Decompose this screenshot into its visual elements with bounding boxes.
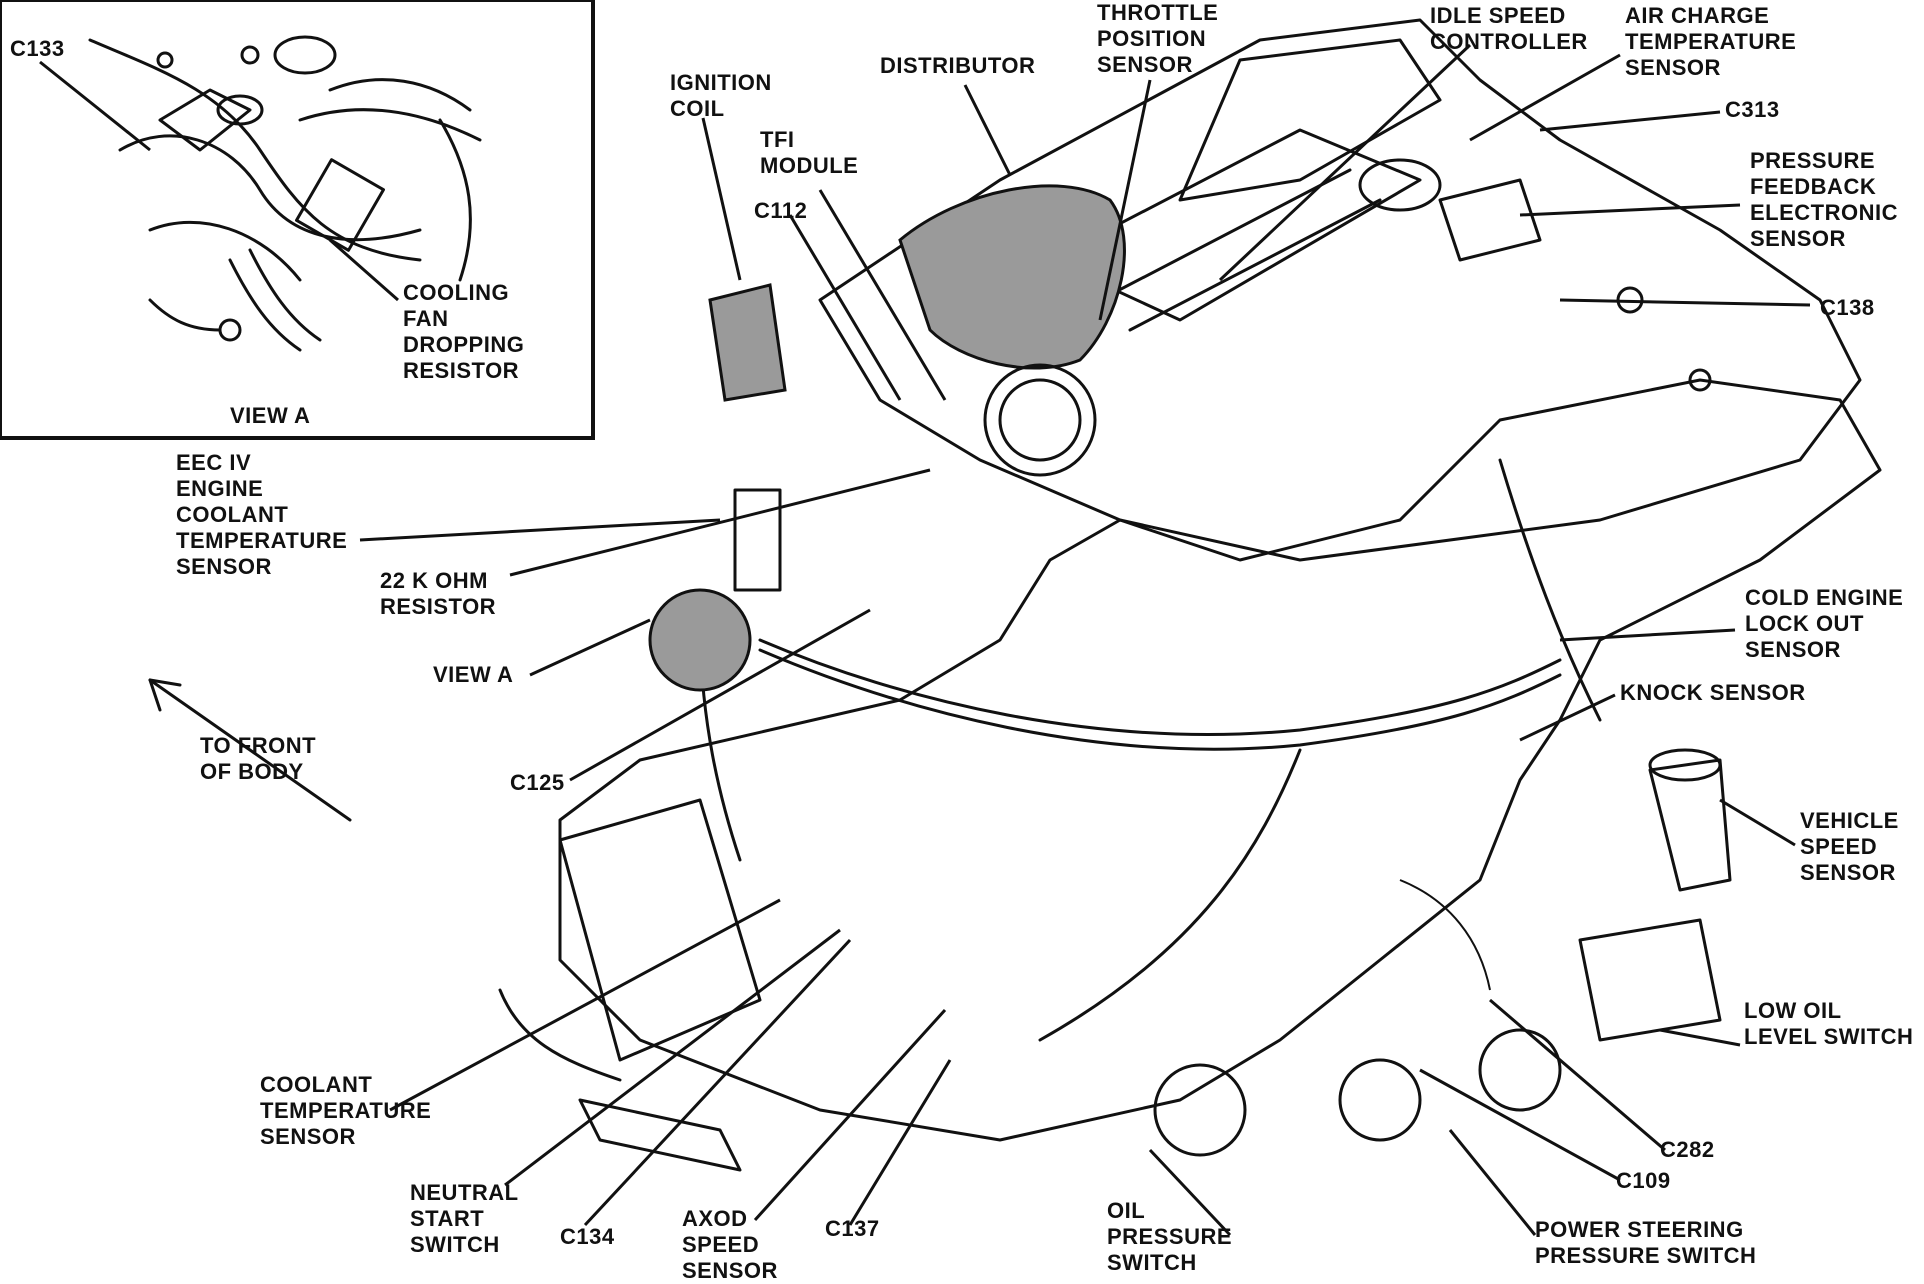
c313-label: C313	[1725, 97, 1780, 122]
c137-label: C137	[825, 1216, 880, 1241]
knock-sensor-label: KNOCK SENSOR	[1620, 680, 1806, 706]
c282-label: C282	[1660, 1137, 1715, 1162]
ignition-coil-label: IGNITION COIL	[670, 70, 772, 122]
neutral-start-line-2: START	[410, 1206, 485, 1231]
pressure-feedback-line-4: SENSOR	[1750, 226, 1846, 251]
cold-engine-line-1: COLD ENGINE	[1745, 585, 1904, 610]
axod-speed-line-2: SPEED	[682, 1232, 760, 1257]
axod-speed-line-3: SENSOR	[682, 1258, 778, 1283]
throttle-position-line-3: SENSOR	[1097, 52, 1193, 77]
neutral-start-switch-label: NEUTRAL START SWITCH	[410, 1180, 519, 1258]
to-front-line-1: TO FRONT	[200, 733, 317, 758]
throttle-position-line-2: POSITION	[1097, 26, 1207, 51]
vehicle-speed-line-1: VEHICLE	[1800, 808, 1899, 833]
pressure-feedback-line-2: FEEDBACK	[1750, 174, 1877, 199]
to-front-of-body-label: TO FRONT OF BODY	[200, 733, 316, 785]
idle-speed-line-2: CONTROLLER	[1430, 29, 1588, 54]
cold-engine-line-3: SENSOR	[1745, 637, 1841, 662]
oil-pressure-switch-label: OIL PRESSURE SWITCH	[1107, 1198, 1232, 1276]
power-steering-switch-label: POWER STEERING PRESSURE SWITCH	[1535, 1217, 1756, 1269]
view-a-inset	[0, 0, 595, 440]
air-charge-line-1: AIR CHARGE	[1625, 3, 1770, 28]
eec-coolant-line-1: EEC IV	[176, 450, 252, 475]
distributor-label: DISTRIBUTOR	[880, 53, 1035, 79]
low-oil-level-switch-label: LOW OIL LEVEL SWITCH	[1744, 998, 1913, 1050]
ignition-coil-line-2: COIL	[670, 96, 725, 121]
cooling-fan-resistor-line-1: COOLING	[403, 280, 510, 305]
pressure-feedback-sensor-label: PRESSURE FEEDBACK ELECTRONIC SENSOR	[1750, 148, 1898, 252]
cooling-fan-resistor-line-3: DROPPING	[403, 332, 525, 357]
low-oil-line-1: LOW OIL	[1744, 998, 1842, 1023]
eec-coolant-line-2: ENGINE	[176, 476, 264, 501]
neutral-start-line-3: SWITCH	[410, 1232, 500, 1257]
c109-label: C109	[1616, 1168, 1671, 1193]
c138-label: C138	[1820, 295, 1875, 320]
coolant-temp-line-3: SENSOR	[260, 1124, 356, 1149]
knock-sensor-line-1: KNOCK SENSOR	[1620, 680, 1806, 705]
idle-speed-controller-label: IDLE SPEED CONTROLLER	[1430, 3, 1588, 55]
cold-engine-line-2: LOCK OUT	[1745, 611, 1864, 636]
coolant-temp-sensor-label: COOLANT TEMPERATURE SENSOR	[260, 1072, 431, 1150]
tfi-module-line-2: MODULE	[760, 153, 859, 178]
air-charge-line-3: SENSOR	[1625, 55, 1721, 80]
view-a-label: VIEW A	[433, 662, 514, 687]
coolant-temp-line-2: TEMPERATURE	[260, 1098, 432, 1123]
ignition-coil-line-1: IGNITION	[670, 70, 772, 95]
eec-coolant-sensor-label: EEC IV ENGINE COOLANT TEMPERATURE SENSOR	[176, 450, 347, 580]
resistor-22k-line-1: 22 K OHM	[380, 568, 488, 593]
coolant-temp-line-1: COOLANT	[260, 1072, 373, 1097]
cooling-fan-resistor-line-4: RESISTOR	[403, 358, 520, 383]
vehicle-speed-line-3: SENSOR	[1800, 860, 1896, 885]
leader-lines	[39, 43, 1811, 1237]
eec-coolant-line-4: TEMPERATURE	[176, 528, 348, 553]
cooling-fan-resistor-label: COOLING FAN DROPPING RESISTOR	[403, 280, 524, 384]
low-oil-line-2: LEVEL SWITCH	[1744, 1024, 1914, 1049]
idle-speed-line-1: IDLE SPEED	[1430, 3, 1566, 28]
inset-caption: VIEW A	[230, 403, 311, 428]
c134-label: C134	[560, 1224, 615, 1249]
tfi-module-line-1: TFI	[760, 127, 795, 152]
axod-speed-sensor-label: AXOD SPEED SENSOR	[682, 1206, 778, 1284]
power-steering-line-2: PRESSURE SWITCH	[1535, 1243, 1757, 1268]
axod-speed-line-1: AXOD	[682, 1206, 748, 1231]
distributor-line-1: DISTRIBUTOR	[880, 53, 1036, 78]
resistor-22k-label: 22 K OHM RESISTOR	[380, 568, 496, 620]
engine-illustration	[148, 18, 1882, 1172]
pressure-feedback-line-3: ELECTRONIC	[1750, 200, 1898, 225]
tfi-module-label: TFI MODULE	[760, 127, 858, 179]
oil-pressure-line-3: SWITCH	[1107, 1250, 1197, 1275]
resistor-22k-line-2: RESISTOR	[380, 594, 497, 619]
neutral-start-line-1: NEUTRAL	[410, 1180, 519, 1205]
pressure-feedback-line-1: PRESSURE	[1750, 148, 1876, 173]
cold-engine-lockout-label: COLD ENGINE LOCK OUT SENSOR	[1745, 585, 1903, 663]
throttle-position-sensor-label: THROTTLE POSITION SENSOR	[1097, 0, 1218, 78]
c133-label: C133	[10, 36, 65, 61]
vehicle-speed-sensor-label: VEHICLE SPEED SENSOR	[1800, 808, 1899, 886]
oil-pressure-line-1: OIL	[1107, 1198, 1146, 1223]
air-charge-temp-sensor-label: AIR CHARGE TEMPERATURE SENSOR	[1625, 3, 1796, 81]
eec-coolant-line-5: SENSOR	[176, 554, 272, 579]
cooling-fan-resistor-line-2: FAN	[403, 306, 449, 331]
throttle-position-line-1: THROTTLE	[1097, 0, 1219, 25]
c125-label: C125	[510, 770, 565, 795]
vehicle-speed-line-2: SPEED	[1800, 834, 1878, 859]
oil-pressure-line-2: PRESSURE	[1107, 1224, 1233, 1249]
power-steering-line-1: POWER STEERING	[1535, 1217, 1744, 1242]
eec-coolant-line-3: COOLANT	[176, 502, 289, 527]
c112-label: C112	[754, 198, 808, 223]
air-charge-line-2: TEMPERATURE	[1625, 29, 1797, 54]
to-front-line-2: OF BODY	[200, 759, 304, 784]
